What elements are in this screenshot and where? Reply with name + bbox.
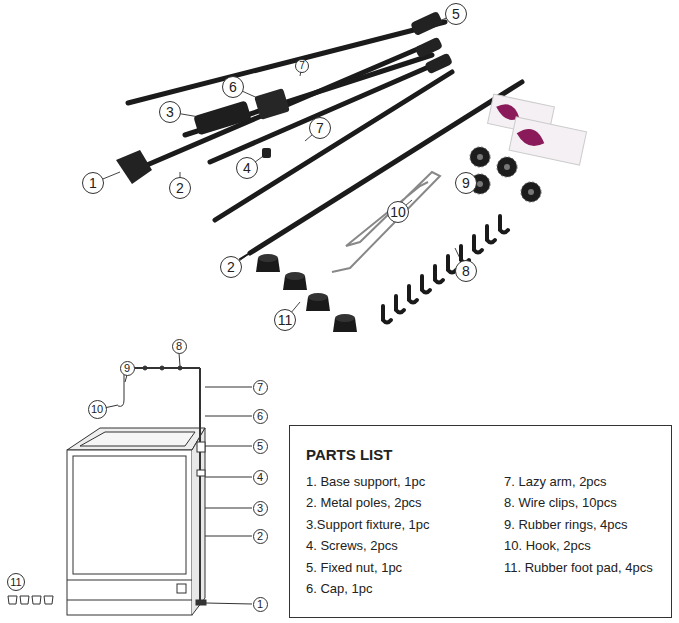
- callout-number: 10: [390, 205, 406, 219]
- callout-number: 8: [462, 264, 470, 278]
- callout-circle: 2: [253, 529, 268, 544]
- callout-circle: 8: [172, 339, 187, 354]
- callout-number: 9: [462, 176, 470, 190]
- list-item: 11. Rubber foot pad, 4pcs: [504, 560, 653, 575]
- list-heading: PARTS LIST: [306, 446, 392, 463]
- callout-number: 6: [257, 411, 263, 422]
- callout-circle: 6: [222, 76, 244, 98]
- list-item: 2. Metal poles, 2pcs: [306, 495, 422, 510]
- callout-circle: 7: [295, 59, 309, 73]
- callout-circle: 1: [253, 597, 268, 612]
- callout-number: 1: [257, 599, 263, 610]
- callout-circle: 2: [220, 256, 242, 278]
- callout-circle: 10: [88, 400, 107, 419]
- callout-number: 7: [316, 121, 324, 135]
- callout-number: 7: [299, 61, 305, 71]
- callout-circle: 2: [169, 177, 191, 199]
- list-item: 8. Wire clips, 10pcs: [504, 495, 617, 510]
- callout-number: 6: [229, 80, 237, 94]
- callout-circle: 5: [253, 439, 268, 454]
- callout-number: 4: [257, 472, 263, 483]
- callout-number: 2: [227, 260, 235, 274]
- callout-circle: 10: [387, 201, 409, 223]
- callout-circle: 6: [253, 409, 268, 424]
- callout-circle: 11: [274, 309, 296, 331]
- callout-number: 5: [452, 7, 460, 21]
- callout-number: 2: [176, 181, 184, 195]
- list-item: 1. Base support, 1pc: [306, 474, 425, 489]
- callout-circle: 11: [7, 573, 25, 591]
- callout-number: 9: [124, 363, 130, 374]
- list-item: 3.Support fixture, 1pc: [306, 517, 430, 532]
- callout-number: 4: [243, 161, 251, 175]
- callout-circle: 7: [253, 380, 268, 395]
- callout-circle: 7: [309, 117, 331, 139]
- callout-number: 5: [257, 441, 263, 452]
- callout-number: 8: [176, 341, 182, 352]
- callout-circle: 4: [236, 157, 258, 179]
- parts-list-box: PARTS LIST 1. Base support, 1pc 2. Metal p…: [289, 425, 672, 618]
- callout-number: 3: [166, 105, 174, 119]
- callout-circle: 8: [455, 260, 477, 282]
- callout-circle: 3: [159, 101, 181, 123]
- callout-circle: 3: [253, 501, 268, 516]
- callout-number: 2: [257, 531, 263, 542]
- callout-number: 1: [89, 176, 97, 190]
- callout-number: 10: [91, 404, 103, 415]
- callout-number: 11: [278, 313, 293, 327]
- list-item: 5. Fixed nut, 1pc: [306, 560, 402, 575]
- callout-number: 3: [257, 503, 263, 514]
- list-item: 7. Lazy arm, 2pcs: [504, 474, 607, 489]
- callout-circle: 9: [455, 172, 477, 194]
- list-item: 4. Screws, 2pcs: [306, 538, 398, 553]
- callout-number: 11: [10, 577, 21, 588]
- list-item: 6. Cap, 1pc: [306, 581, 373, 596]
- callout-circle: 9: [120, 361, 135, 376]
- list-item: 10. Hook, 2pcs: [504, 538, 591, 553]
- callout-circle: 4: [253, 470, 268, 485]
- callout-circle: 5: [445, 3, 467, 25]
- list-item: 9. Rubber rings, 4pcs: [504, 517, 628, 532]
- callout-circle: 1: [82, 172, 104, 194]
- callout-number: 7: [257, 382, 263, 393]
